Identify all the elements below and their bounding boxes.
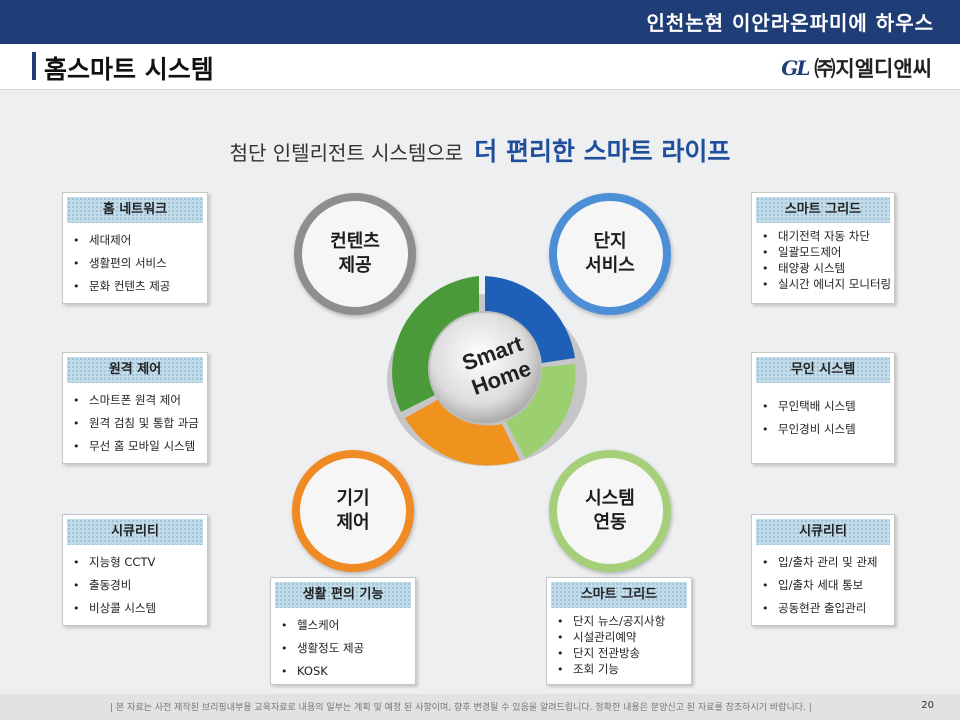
project-title: 인천논현 이안라온파미에 하우스 xyxy=(646,11,934,35)
box-security-left: 시큐리티 •지능형 CCTV •출동경비 •비상콜 시스템 xyxy=(62,514,208,626)
list-item: •공동현관 출입관리 xyxy=(762,601,867,615)
list-item: •일괄모드제어 xyxy=(762,245,842,259)
box-title: 스마트 그리드 xyxy=(756,197,890,223)
list-item: •출동경비 xyxy=(73,578,132,592)
list-item: •무인경비 시스템 xyxy=(762,422,856,436)
box-title: 홈 네트워크 xyxy=(67,197,203,223)
company-logo: GL ㈜지엘디앤씨 xyxy=(781,53,932,83)
headline: 첨단 인텔리전트 시스템으로 더 편리한 스마트 라이프 xyxy=(0,132,960,168)
headline-part2: 더 편리한 스마트 라이프 xyxy=(474,137,731,166)
page-number: 20 xyxy=(921,700,934,711)
ring-device-control: 기기 제어 xyxy=(292,450,414,572)
list-item: •단지 전관방송 xyxy=(557,646,641,660)
list-item: •문화 컨텐츠 제공 xyxy=(73,279,171,293)
ring-label: 기기 제어 xyxy=(336,488,370,533)
page-title: 홈스마트 시스템 xyxy=(44,55,214,84)
box-title: 시큐리티 xyxy=(67,519,203,545)
ring-label: 컨텐츠 제공 xyxy=(330,231,380,276)
list-item: •태양광 시스템 xyxy=(762,261,846,275)
list-item: •스마트폰 원격 제어 xyxy=(73,393,181,407)
ring-system-link: 시스템 연동 xyxy=(549,450,671,572)
box-security-right: 시큐리티 •입/출차 관리 및 관제 •입/출차 세대 통보 •공동현관 출입관… xyxy=(751,514,895,626)
box-living-convenience: 생활 편의 기능 •헬스케어 •생활정도 제공 •KOSK xyxy=(270,577,416,685)
logo-text: ㈜지엘디앤씨 xyxy=(814,57,932,81)
ring-label: 단지 서비스 xyxy=(585,231,635,276)
ring-label: 시스템 연동 xyxy=(585,488,635,533)
list-item: •지능형 CCTV xyxy=(73,555,156,569)
box-smart-grid-bottom: 스마트 그리드 •단지 뉴스/공지사항 •시설관리예약 •단지 전관방송 •조회… xyxy=(546,577,692,685)
footer: | 본 자료는 사전 제작된 브리핑내부용 교육자료로 내용의 일부는 계획 및… xyxy=(0,694,960,720)
smart-home-hub-graphic xyxy=(387,276,587,466)
list-item: •세대제어 xyxy=(73,233,132,247)
list-item: •조회 기능 xyxy=(557,662,619,676)
logo-mark: GL xyxy=(781,56,810,80)
list-item: •무인택배 시스템 xyxy=(762,399,856,413)
list-item: •입/출차 관리 및 관제 xyxy=(762,555,878,569)
box-unmanned-system: 무인 시스템 •무인택배 시스템 •무인경비 시스템 xyxy=(751,352,895,464)
box-remote-control: 원격 제어 •스마트폰 원격 제어 •원격 검침 및 통합 과금 •무선 홈 모… xyxy=(62,352,208,464)
footer-disclaimer: | 본 자료는 사전 제작된 브리핑내부용 교육자료로 내용의 일부는 계획 및… xyxy=(110,703,812,713)
list-item: •무선 홈 모바일 시스템 xyxy=(73,439,196,453)
headline-part1: 첨단 인텔리전트 시스템으로 xyxy=(229,141,464,165)
box-title: 생활 편의 기능 xyxy=(275,582,411,608)
box-title: 시큐리티 xyxy=(756,519,890,545)
list-item: •원격 검침 및 통합 과금 xyxy=(73,416,199,430)
ring-complex-service: 단지 서비스 xyxy=(549,193,671,315)
list-item: •시설관리예약 xyxy=(557,630,637,644)
list-item: •비상콜 시스템 xyxy=(73,601,157,615)
list-item: •대기전력 자동 차단 xyxy=(762,229,870,243)
ring-content-service: 컨텐츠 제공 xyxy=(294,193,416,315)
page-header: 홈스마트 시스템 GL ㈜지엘디앤씨 xyxy=(0,44,960,90)
title-marker xyxy=(32,52,36,80)
list-item: •실시간 에너지 모니터링 xyxy=(762,277,892,291)
box-smart-grid-right: 스마트 그리드 •대기전력 자동 차단 •일괄모드제어 •태양광 시스템 •실시… xyxy=(751,192,895,304)
box-title: 스마트 그리드 xyxy=(551,582,687,608)
list-item: •헬스케어 xyxy=(281,618,340,632)
top-banner: 인천논현 이안라온파미에 하우스 xyxy=(0,0,960,44)
list-item: •KOSK xyxy=(281,664,328,678)
box-title: 무인 시스템 xyxy=(756,357,890,383)
box-title: 원격 제어 xyxy=(67,357,203,383)
list-item: •입/출차 세대 통보 xyxy=(762,578,864,592)
list-item: •생활정도 제공 xyxy=(281,641,365,655)
list-item: •단지 뉴스/공지사항 xyxy=(557,614,666,628)
box-home-network: 홈 네트워크 •세대제어 •생활편의 서비스 •문화 컨텐츠 제공 xyxy=(62,192,208,304)
list-item: •생활편의 서비스 xyxy=(73,256,167,270)
